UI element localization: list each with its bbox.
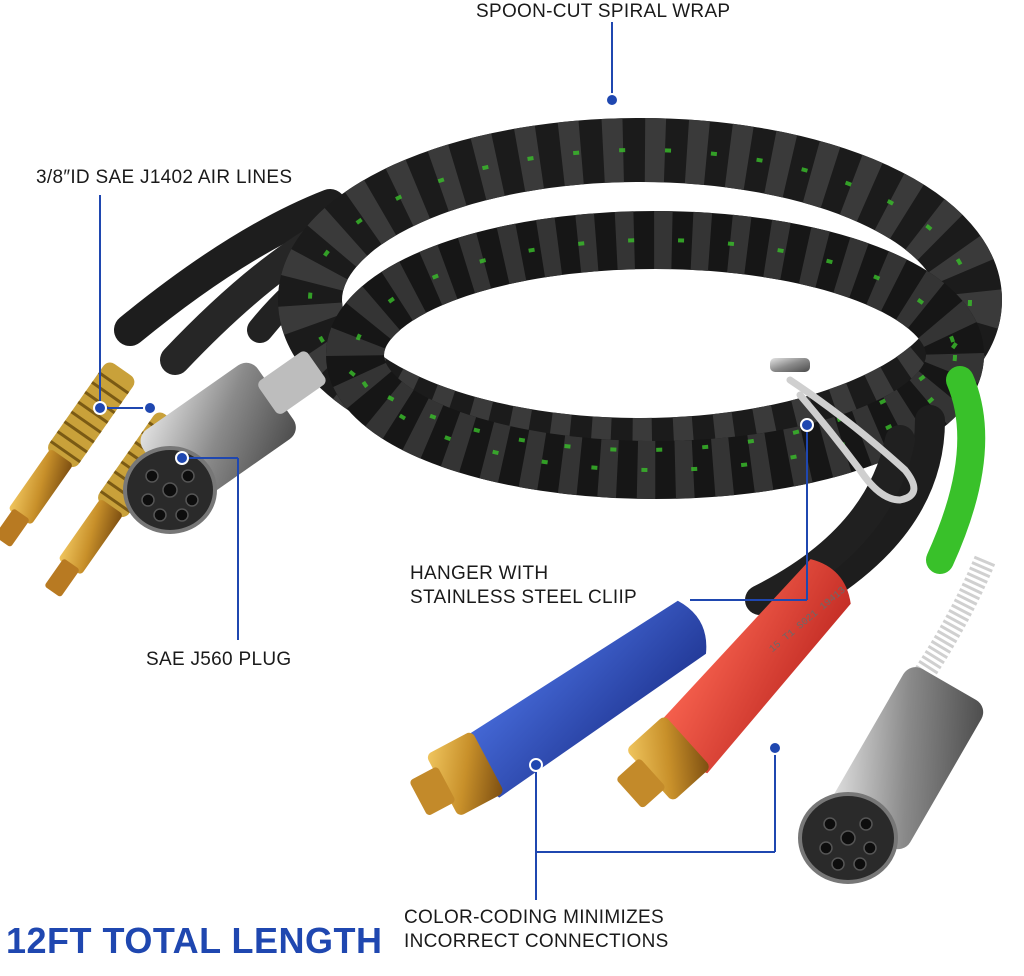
callout-dots [93,93,814,772]
callout-lines [99,22,808,900]
blue-grip-fitting [410,600,707,815]
color-coding-label-line2: INCORRECT CONNECTIONS [404,931,669,952]
hanger-clip [770,358,918,504]
total-length-headline: 12FT TOTAL LENGTH [6,920,383,961]
hanger-label-line2: STAINLESS STEEL CLIIP [410,587,637,608]
j560-plug-right [798,555,996,884]
j560-plug-left [123,351,326,534]
red-grip-fitting [617,559,851,808]
spiral-wrap-label: SPOON-CUT SPIRAL WRAP [476,1,731,22]
air-lines-label: 3/8″ID SAE J1402 AIR LINES [36,167,293,188]
hanger-label-line1: HANGER WITH [410,563,549,584]
color-coding-label-line1: COLOR-CODING MINIMIZES [404,907,664,928]
plug-label: SAE J560 PLUG [146,649,292,670]
spiral-wrap-coil [278,118,1002,499]
